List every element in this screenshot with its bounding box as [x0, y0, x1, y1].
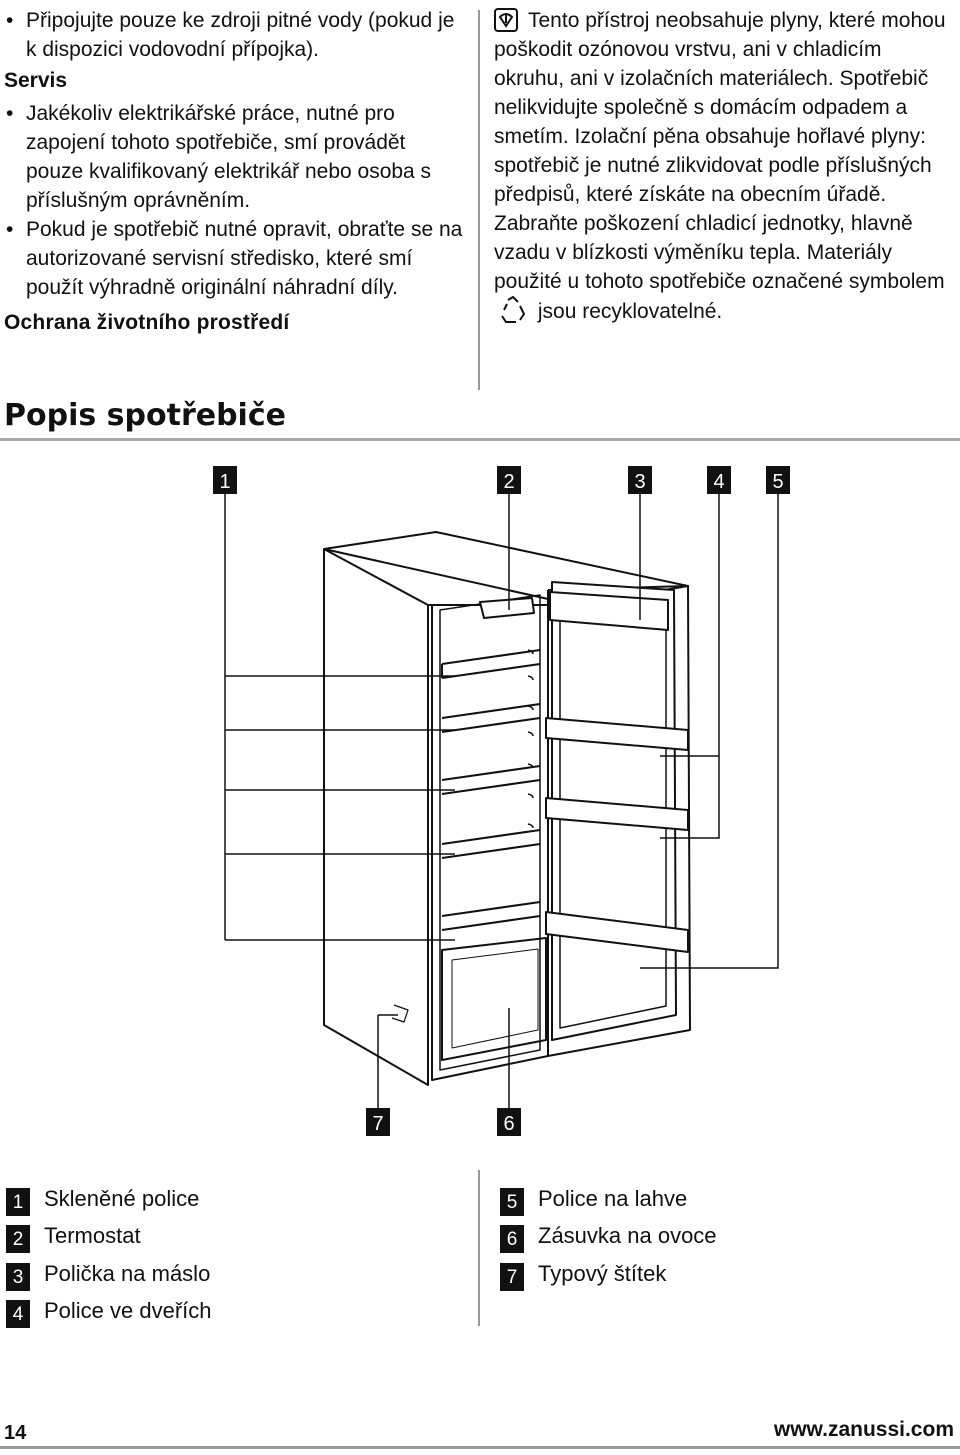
- legend-label: Skleněné police: [44, 1185, 200, 1211]
- legend-number: 1: [6, 1187, 30, 1216]
- page-number: 14: [4, 1422, 27, 1444]
- callout-4-label: 4: [713, 471, 724, 493]
- legend-item: 7 Typový štítek: [500, 1255, 717, 1293]
- legend-number: 2: [6, 1225, 30, 1254]
- legend-right: 5 Police na lahve 6 Zásuvka na ovoce 7 T…: [500, 1180, 717, 1293]
- legend-item: 3 Polička na máslo: [6, 1255, 212, 1293]
- section-title-rule: [0, 438, 960, 441]
- callout-1-label: 1: [219, 471, 230, 493]
- environment-text: Tento přístroj neobsahuje plyny, které m…: [494, 6, 954, 326]
- environment-heading: Ochrana životního prostředí: [4, 311, 290, 334]
- legend-item: 2 Termostat: [6, 1218, 212, 1256]
- callout-6-label: 6: [503, 1113, 514, 1135]
- legend-item: 1 Skleněné police: [6, 1180, 212, 1218]
- callout-7-label: 7: [372, 1113, 383, 1135]
- callout-2-label: 2: [503, 471, 514, 493]
- footer-rule: [0, 1446, 960, 1449]
- callout-2: 2: [497, 466, 521, 494]
- legend-label: Polička na máslo: [44, 1260, 211, 1286]
- service-bullet-text: Jakékoliv elektrikářské práce, nutné pro…: [26, 102, 432, 212]
- legend-item: 5 Police na lahve: [500, 1180, 717, 1218]
- section-title: Popis spotřebiče: [4, 398, 286, 433]
- legend-number: 6: [500, 1225, 524, 1254]
- service-bullet-1: Jakékoliv elektrikářské práce, nutné pro…: [4, 99, 466, 215]
- environment-text-1: Tento přístroj neobsahuje plyny, které m…: [494, 9, 946, 293]
- legend-left: 1 Skleněné police 2 Termostat 3 Polička …: [6, 1180, 212, 1330]
- legend-divider: [478, 1170, 480, 1326]
- legend-number: 3: [6, 1262, 30, 1291]
- callout-4: 4: [707, 466, 731, 494]
- legend-number: 4: [6, 1300, 30, 1329]
- footer-url[interactable]: www.zanussi.com: [773, 1418, 954, 1441]
- legend-item: 4 Police ve dveřích: [6, 1293, 212, 1331]
- callout-3-label: 3: [634, 471, 645, 493]
- callout-5-label: 5: [772, 471, 783, 493]
- leader-lines: [224, 494, 779, 1112]
- intro-bullet-text: Připojujte pouze ke zdroji pitné vody (p…: [26, 9, 455, 61]
- callout-7: 7: [366, 1108, 390, 1136]
- callout-3: 3: [628, 466, 652, 494]
- right-column: Tento přístroj neobsahuje plyny, které m…: [494, 6, 954, 326]
- service-bullet-text: Pokud je spotřebič nutné opravit, obraťt…: [26, 218, 463, 299]
- fridge-body: [323, 531, 691, 1086]
- callout-5: 5: [766, 466, 790, 494]
- recycle-icon: [501, 296, 525, 323]
- legend-label: Police ve dveřích: [44, 1298, 212, 1324]
- callout-1: 1: [213, 466, 237, 494]
- column-divider: [478, 10, 480, 390]
- legend-number: 5: [500, 1187, 524, 1216]
- intro-bullet: Připojujte pouze ke zdroji pitné vody (p…: [4, 6, 466, 64]
- left-column: Připojujte pouze ke zdroji pitné vody (p…: [4, 6, 466, 337]
- environment-text-2: jsou recyklovatelné.: [537, 300, 723, 323]
- service-heading: Servis: [4, 69, 68, 92]
- fridge-diagram: 1 2 3 4 5: [213, 466, 790, 1136]
- legend-label: Zásuvka na ovoce: [538, 1223, 717, 1249]
- legend-label: Termostat: [44, 1223, 141, 1249]
- legend-number: 7: [500, 1262, 524, 1291]
- no-cfc-icon: [494, 8, 518, 32]
- callout-6: 6: [497, 1108, 521, 1136]
- legend-item: 6 Zásuvka na ovoce: [500, 1218, 717, 1256]
- service-bullet-2: Pokud je spotřebič nutné opravit, obraťt…: [4, 215, 466, 302]
- legend-label: Typový štítek: [538, 1260, 667, 1286]
- legend-label: Police na lahve: [538, 1185, 688, 1211]
